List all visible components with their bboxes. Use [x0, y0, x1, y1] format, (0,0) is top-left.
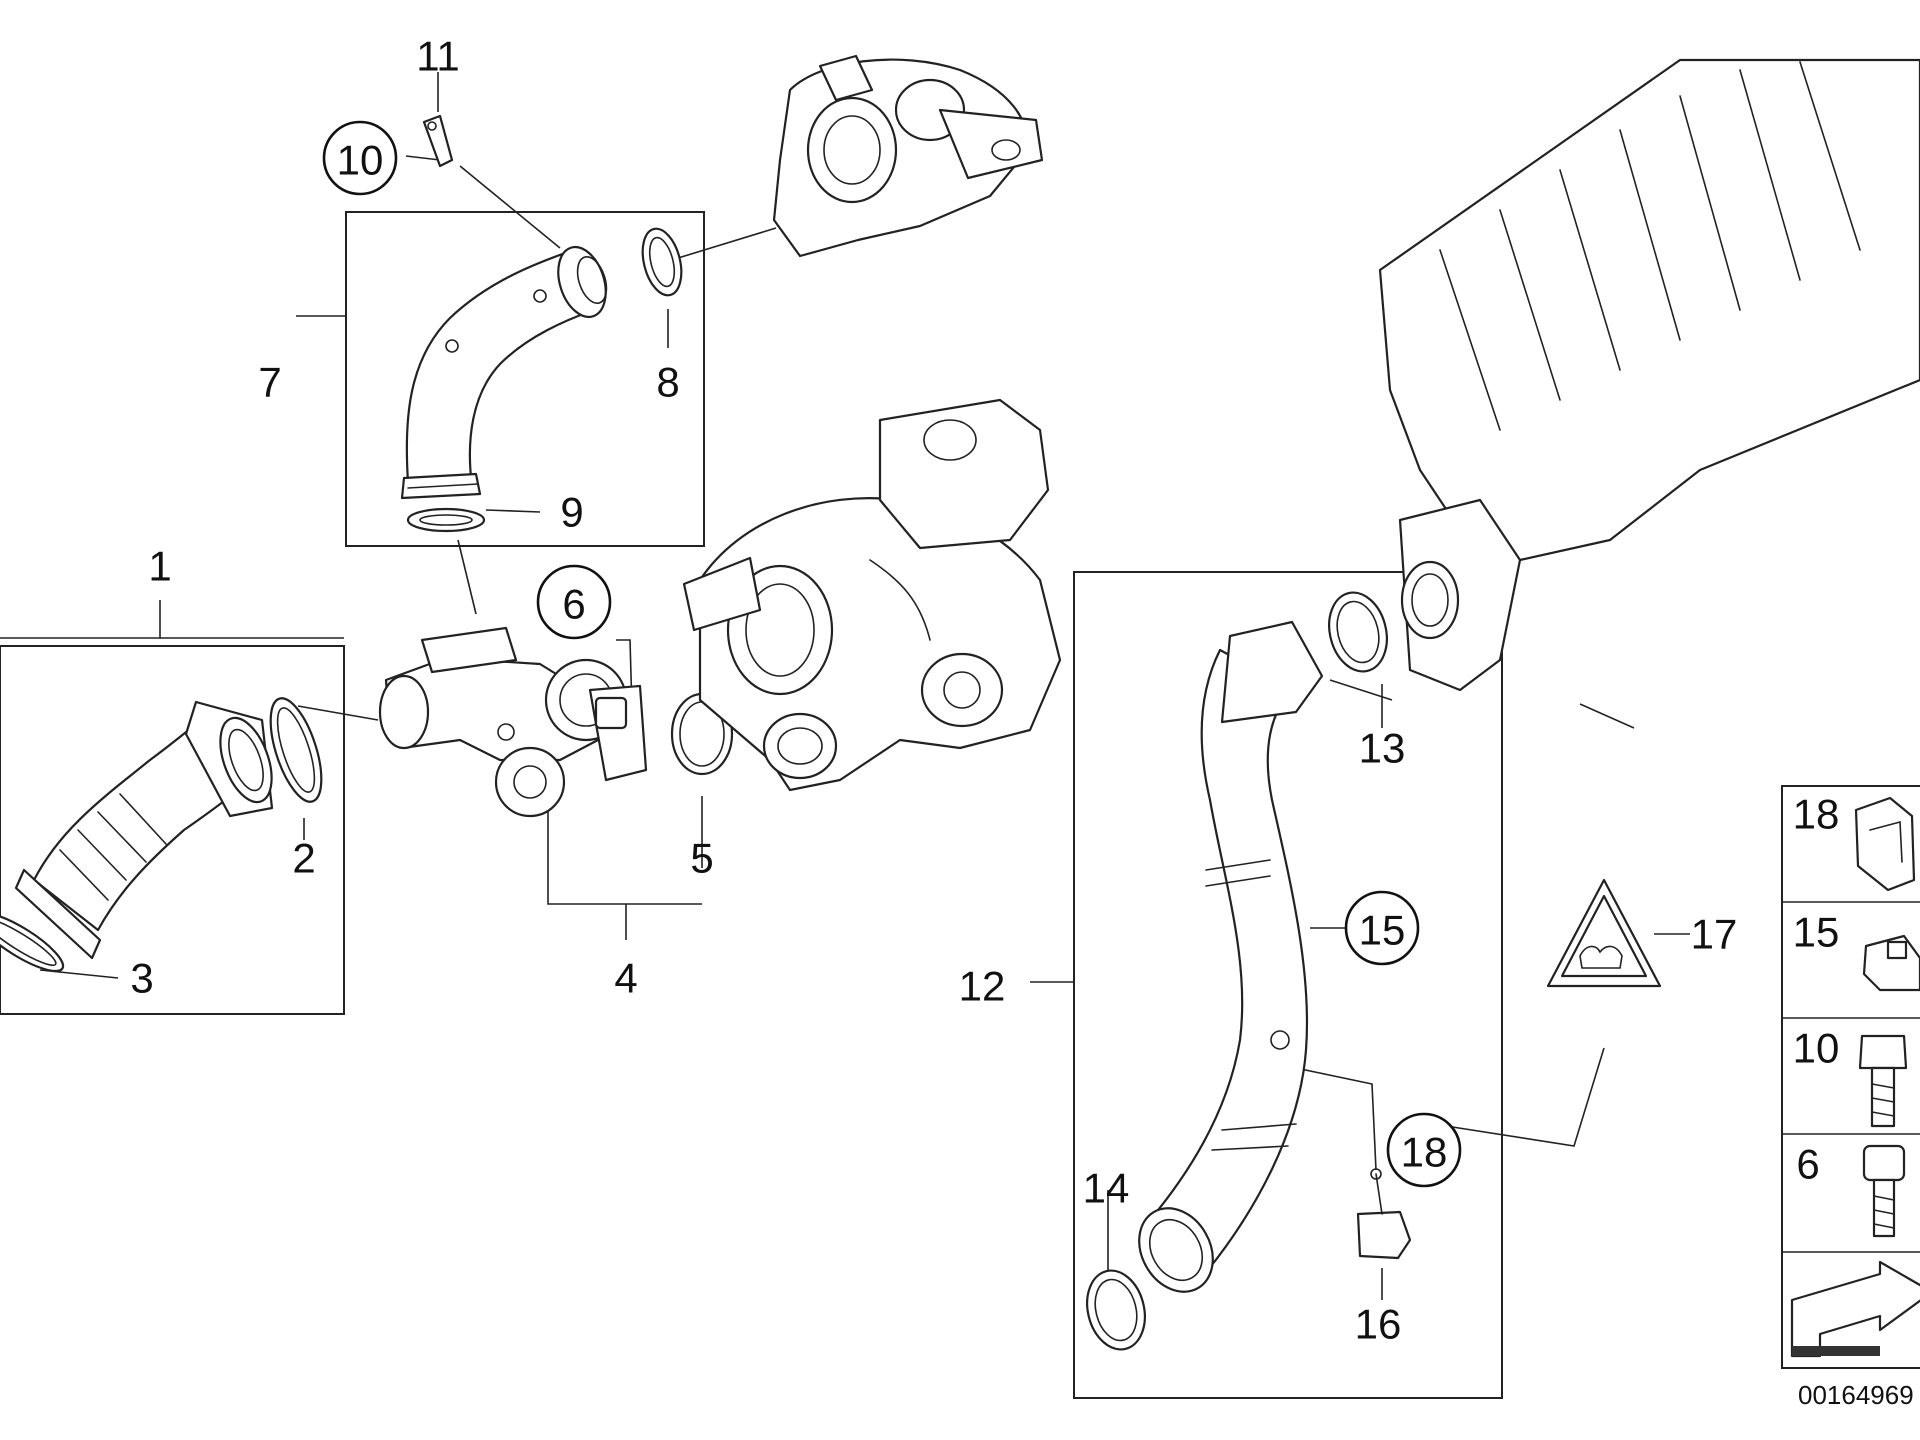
seal-ring-part-8 — [641, 227, 683, 297]
group-box-1 — [0, 645, 345, 1015]
callout-label-6: 6 — [562, 581, 585, 628]
bracket-part-11 — [422, 114, 454, 168]
callout-label-11: 11 — [416, 33, 460, 80]
group-box-12 — [1073, 571, 1503, 1399]
seal-ring-part-13 — [1328, 591, 1388, 673]
seal-ring-part-3 — [0, 911, 65, 973]
diagram-code: 00164969 — [1798, 1380, 1914, 1410]
callout-label-2: 2 — [292, 835, 315, 882]
callout-label-5: 5 — [690, 835, 713, 882]
warning-label-part-17 — [1546, 878, 1662, 988]
legend-panel: 18 15 10 6 — [1781, 785, 1920, 1369]
valve-assembly-part-4 — [378, 626, 648, 818]
callout-label-7: 7 — [258, 359, 281, 406]
clip-icon — [1854, 796, 1916, 892]
callout-6-circle: 6 — [536, 564, 612, 640]
seal-ring-part-14 — [1086, 1269, 1146, 1351]
callout-label-4: 4 — [614, 955, 637, 1002]
callout-18-circle: 18 — [1386, 1112, 1462, 1188]
callout-label-3: 3 — [130, 955, 153, 1002]
turbocharger-upper — [772, 54, 1044, 258]
callout-10-circle: 10 — [322, 120, 398, 196]
spring-clip-icon — [1862, 934, 1920, 992]
turbocharger-lower — [682, 398, 1062, 792]
socket-bolt-icon — [1862, 1144, 1906, 1238]
callout-label-16: 16 — [1355, 1301, 1402, 1348]
callout-15-circle: 15 — [1344, 890, 1420, 966]
sensor-part-16 — [1356, 1168, 1412, 1260]
charge-pipe-part-7 — [400, 245, 608, 500]
callout-label-15: 15 — [1359, 907, 1406, 954]
intake-hose-part-1 — [14, 700, 274, 960]
callout-label-12: 12 — [959, 963, 1006, 1010]
charge-hose-part-12 — [1138, 620, 1324, 1293]
gasket-part-9 — [406, 507, 486, 533]
intake-manifold — [1378, 58, 1920, 692]
legend-label-row-2: 15 — [1793, 909, 1840, 956]
arrow-icon — [1790, 1260, 1920, 1358]
callout-label-18: 18 — [1401, 1129, 1448, 1176]
group-box-7 — [345, 211, 705, 547]
callout-label-1: 1 — [148, 543, 171, 590]
hex-bolt-icon — [1858, 1034, 1908, 1128]
legend-label-row-3: 10 — [1793, 1025, 1840, 1072]
seal-ring-part-2 — [269, 697, 323, 803]
callout-label-17: 17 — [1691, 911, 1738, 958]
callout-label-10: 10 — [337, 137, 384, 184]
legend-label-row-1: 18 — [1793, 791, 1840, 838]
callout-label-14: 14 — [1083, 1165, 1130, 1212]
callout-label-8: 8 — [656, 359, 679, 406]
legend-label-row-4: 6 — [1796, 1141, 1819, 1188]
callout-label-9: 9 — [560, 489, 583, 536]
callout-label-13: 13 — [1359, 725, 1406, 772]
